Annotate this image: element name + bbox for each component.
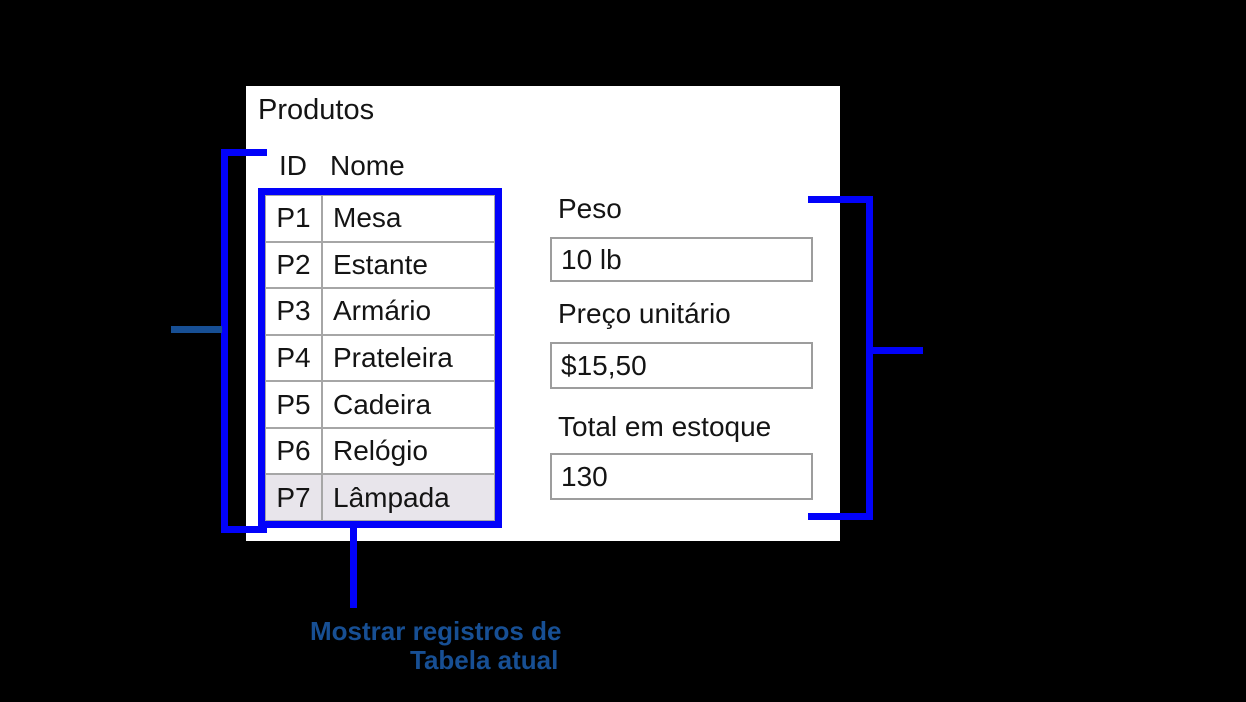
- products-window: Produtos ID Nome P1 Mesa P2 Estante P3 A…: [246, 86, 840, 541]
- record-name-cell: Cadeira: [333, 388, 432, 420]
- unit-price-input[interactable]: [550, 342, 813, 389]
- column-header-id: ID: [279, 150, 307, 181]
- record-name-cell: Prateleira: [333, 342, 453, 374]
- table-caption-connector-line: [350, 528, 357, 608]
- records-table: P1 Mesa P2 Estante P3 Armário P4 Pratele…: [265, 195, 495, 521]
- caption-line-2: Tabela atual: [410, 645, 559, 675]
- table-row[interactable]: P1 Mesa: [266, 196, 494, 243]
- record-id-cell: P7: [266, 475, 323, 521]
- left-bracket-vertical-line: [221, 149, 228, 533]
- record-id-cell: P2: [266, 242, 323, 288]
- record-name-cell: Lâmpada: [333, 481, 450, 513]
- caption-line-1: Mostrar registros de: [310, 616, 562, 646]
- right-bracket-top-arm: [808, 196, 873, 203]
- record-id-cell: P1: [266, 196, 323, 241]
- record-name-cell: Mesa: [333, 202, 402, 234]
- record-id-cell: P3: [266, 289, 323, 334]
- record-name-cell: Armário: [333, 295, 432, 327]
- record-name-cell: Relógio: [333, 435, 428, 467]
- table-row-selected[interactable]: P7 Lâmpada: [266, 475, 494, 521]
- weight-input[interactable]: [550, 237, 813, 282]
- right-bracket-bottom-arm: [808, 513, 873, 520]
- window-title: Produtos: [258, 94, 375, 126]
- record-id-cell: P4: [266, 335, 323, 381]
- weight-field-label: Peso: [558, 193, 622, 224]
- table-row[interactable]: P4 Prateleira: [266, 335, 494, 383]
- left-pointer-line: [171, 326, 222, 333]
- table-row[interactable]: P5 Cadeira: [266, 382, 494, 429]
- record-id-cell: P6: [266, 428, 323, 474]
- left-bracket-top-arm: [221, 149, 267, 156]
- table-row[interactable]: P6 Relógio: [266, 428, 494, 476]
- total-stock-input[interactable]: [550, 453, 813, 500]
- table-row[interactable]: P3 Armário: [266, 289, 494, 336]
- right-bracket-vertical-line: [866, 196, 873, 520]
- record-name-cell: Estante: [333, 248, 428, 280]
- total-stock-field-label: Total em estoque: [558, 411, 772, 442]
- unit-price-field-label: Preço unitário: [558, 298, 731, 329]
- right-bracket-middle-arm: [866, 347, 923, 354]
- left-bracket-bottom-arm: [221, 526, 267, 533]
- record-id-cell: P5: [266, 382, 323, 427]
- column-header-nome: Nome: [330, 150, 405, 181]
- table-row[interactable]: P2 Estante: [266, 242, 494, 290]
- records-table-selection-border: P1 Mesa P2 Estante P3 Armário P4 Pratele…: [258, 188, 502, 528]
